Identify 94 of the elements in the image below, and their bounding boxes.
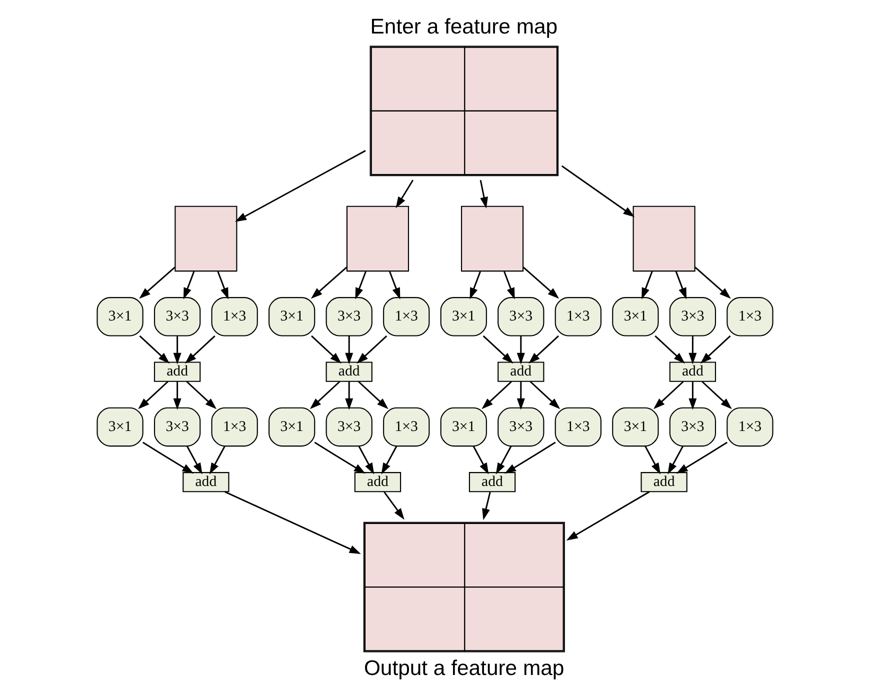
arrow [142,442,194,474]
arrow [688,336,697,364]
arrow [358,381,388,410]
arrow [653,381,684,410]
arrow [310,266,348,299]
arrow [480,180,488,209]
arrow [355,271,366,300]
node-box [460,206,524,272]
arrow [358,446,374,474]
node-box: 3×3 [669,407,716,447]
arrow [173,382,182,410]
arrow [345,336,354,364]
node-box: 1×3 [726,297,774,336]
node-box: 3×3 [669,297,716,336]
arrow [642,271,653,300]
node-box: add [498,362,544,382]
node-box: 3×1 [268,407,316,447]
arrow [356,335,388,364]
node-label: Enter a feature map [370,16,558,39]
arrow [566,491,650,541]
arrow [516,336,525,364]
arrow [675,271,687,300]
arrow [183,271,195,300]
node-box: 3×1 [440,407,487,447]
arrow [482,492,491,520]
arrow [504,442,556,474]
node-box: 3×1 [268,297,316,336]
node-box: 1×3 [383,407,430,447]
arrow [530,381,560,410]
node-box: 3×3 [326,297,372,336]
node-box: add [640,472,688,492]
arrow [186,446,202,474]
arrow [470,271,481,300]
arrow [676,442,728,474]
arrow [173,336,182,364]
arrow [396,180,414,208]
node-box: 1×3 [554,297,602,336]
arrow [644,446,660,474]
arrow [139,266,176,299]
arrow [139,335,170,364]
node-box: 3×3 [154,407,201,447]
node-box: add [182,472,230,492]
node-box: add [354,472,402,492]
arrow [217,271,228,300]
arrow [384,492,404,520]
arrow [224,491,361,554]
node-box: 1×3 [211,297,258,336]
node-box: 3×1 [96,297,144,336]
node-box: 1×3 [554,407,602,447]
arrow [516,382,525,410]
arrow [310,381,340,410]
node-box: add [326,362,372,382]
node-box: 1×3 [211,407,258,447]
node-box: add [468,472,516,492]
arrow [186,381,217,410]
node-box: 3×1 [96,407,144,447]
node-box: 3×3 [498,297,544,336]
arrow [496,446,512,474]
arrow [561,165,635,218]
node-box: 3×1 [440,297,487,336]
node-box: 3×1 [612,407,659,447]
arrow [688,382,697,410]
arrow [184,335,216,364]
node-box: 3×3 [326,407,372,447]
arrow [668,446,684,474]
arrow [702,381,732,410]
node-box: 3×3 [154,297,201,336]
arrow [528,335,559,364]
node-box [632,206,696,272]
arrow [311,335,342,364]
arrow [234,150,366,222]
node-label: Output a feature map [364,657,564,680]
node-box [174,206,238,272]
arrow [472,446,489,474]
arrow [389,271,400,300]
node-box: add [669,362,716,382]
node-box: add [154,362,201,382]
arrow [381,446,398,474]
arrow [482,381,512,410]
arrow [345,382,354,410]
arrow [694,266,731,299]
node-box: 1×3 [383,297,430,336]
node-box: 3×3 [498,407,544,447]
node-box [346,206,410,272]
node-box: 3×1 [612,297,659,336]
arrow [654,335,686,364]
arrow [210,446,226,474]
node-box: 1×3 [726,407,774,447]
arrow [522,266,560,299]
arrow [138,381,168,410]
arrow [482,335,514,364]
arrow [314,442,366,474]
arrow [504,271,515,300]
arrow [700,335,731,364]
